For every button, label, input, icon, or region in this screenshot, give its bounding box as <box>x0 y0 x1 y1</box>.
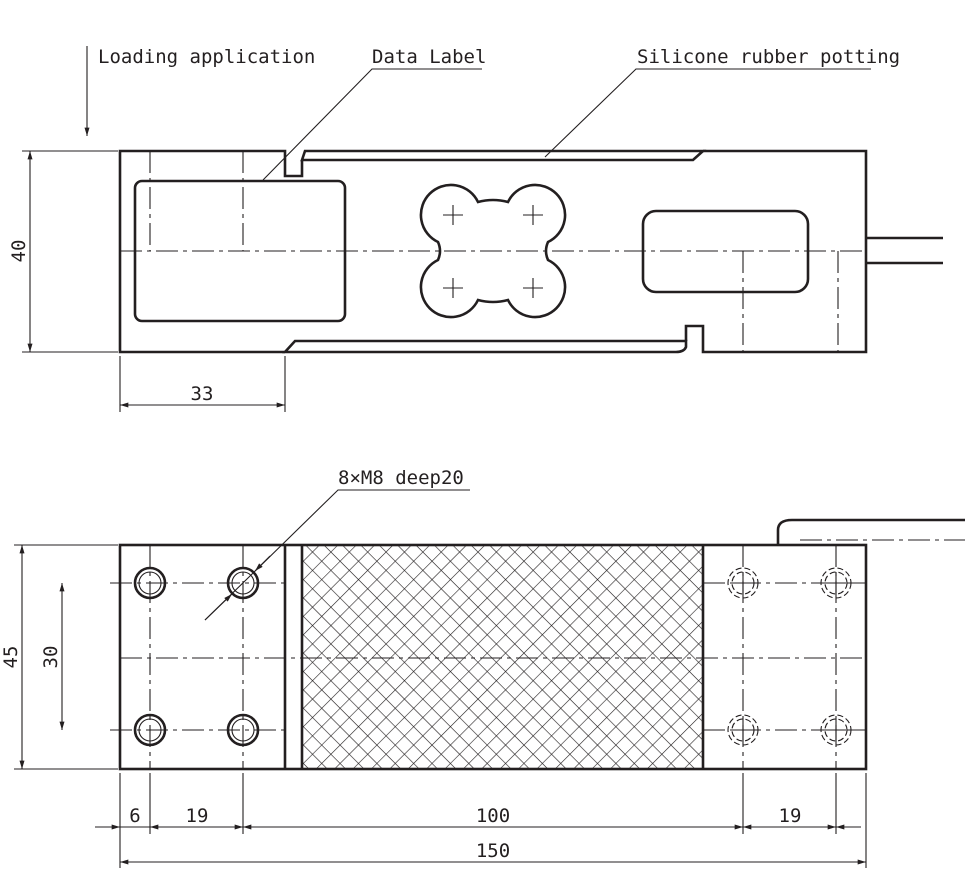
potting-band-top <box>300 149 707 162</box>
dim-150-text: 150 <box>476 840 510 862</box>
data-label-leader <box>262 68 482 181</box>
thread-label: 8×M8 deep20 <box>338 467 464 489</box>
cable-top <box>776 518 965 545</box>
potting-leader <box>544 68 871 158</box>
dim-33-text: 33 <box>191 383 214 405</box>
data-label-label: Data Label <box>372 46 486 68</box>
dim-6-text: 6 <box>129 805 140 827</box>
top-view: 8×M8 deep20 <box>0 467 965 868</box>
potting-band-bottom <box>282 339 688 354</box>
dim-19-left-text: 19 <box>186 805 209 827</box>
side-view: Loading application Data Label Silicone … <box>8 46 943 412</box>
hole-centers <box>443 205 543 298</box>
dim-45-text: 45 <box>0 646 22 669</box>
body-outline-top <box>118 543 868 771</box>
potting-area <box>302 545 703 769</box>
dim-30-text: 30 <box>40 646 62 669</box>
potting-label: Silicone rubber potting <box>637 46 900 68</box>
cable <box>866 236 943 265</box>
thread-leader <box>204 489 470 621</box>
dim-19-right-text: 19 <box>779 805 802 827</box>
dim-40-text: 40 <box>8 240 30 263</box>
dim-100-text: 100 <box>476 805 510 827</box>
binocular-hole <box>419 183 567 319</box>
body-outline <box>118 149 868 354</box>
mounting-holes <box>133 555 852 747</box>
potting-pocket <box>641 209 810 294</box>
loading-application-label: Loading application <box>98 46 315 68</box>
